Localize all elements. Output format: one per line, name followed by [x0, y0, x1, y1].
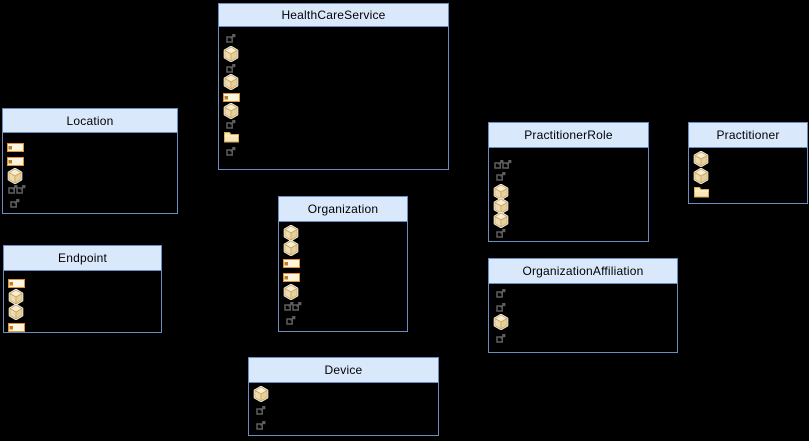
- class-title: Location: [66, 113, 114, 128]
- datatype-cube-icon: [8, 288, 24, 306]
- datatype-cube-icon: [283, 239, 299, 257]
- class-header[interactable]: HealthCareService: [219, 4, 448, 27]
- reference-link-icon: [256, 405, 266, 415]
- datatype-cube-icon: [223, 73, 239, 91]
- reference-link-icon: [256, 420, 266, 430]
- class-header[interactable]: Organization: [279, 197, 407, 222]
- reference-link-icon: [226, 33, 236, 43]
- class-attribute-compartment: [219, 27, 448, 169]
- class-box-healthcareservice[interactable]: HealthCareService: [218, 3, 449, 170]
- class-box-organization[interactable]: Organization: [278, 196, 408, 332]
- datatype-cube-icon: [283, 283, 299, 301]
- primitive-attribute-icon: [223, 92, 240, 102]
- datatype-cube-icon: [283, 224, 299, 242]
- class-title: Device: [324, 363, 363, 377]
- class-box-device[interactable]: Device: [248, 357, 439, 436]
- datatype-cube-icon: [693, 150, 709, 168]
- class-title: Practitioner: [716, 128, 780, 142]
- primitive-attribute-icon: [283, 272, 300, 282]
- class-title: HealthCareService: [281, 8, 386, 22]
- class-attribute-compartment: [279, 222, 407, 331]
- double-reference-link-icon: [284, 301, 302, 311]
- class-title: Organization: [307, 202, 379, 216]
- reference-link-icon: [496, 171, 506, 181]
- datatype-cube-icon: [253, 385, 269, 403]
- class-header[interactable]: Device: [249, 358, 438, 383]
- backbone-folder-icon: [694, 186, 709, 198]
- primitive-attribute-icon: [8, 322, 25, 332]
- reference-link-icon: [226, 146, 236, 156]
- datatype-cube-icon: [7, 167, 23, 185]
- class-box-practitioner[interactable]: Practitioner: [688, 122, 808, 204]
- class-attribute-compartment: [489, 284, 677, 352]
- class-attribute-compartment: [4, 271, 161, 332]
- class-attribute-compartment: [489, 148, 648, 241]
- datatype-cube-icon: [223, 45, 239, 63]
- class-header[interactable]: Practitioner: [689, 123, 807, 148]
- double-reference-link-icon: [8, 184, 26, 194]
- primitive-attribute-icon: [7, 142, 24, 152]
- primitive-attribute-icon: [7, 156, 24, 166]
- double-reference-link-icon: [494, 159, 512, 169]
- class-attribute-compartment: [3, 133, 177, 213]
- reference-link-icon: [496, 288, 506, 298]
- reference-link-icon: [226, 63, 236, 73]
- reference-link-icon: [496, 302, 506, 312]
- class-box-endpoint[interactable]: Endpoint: [3, 245, 162, 333]
- class-header[interactable]: Endpoint: [4, 246, 161, 271]
- class-title: Endpoint: [58, 251, 107, 265]
- backbone-folder-icon: [224, 131, 239, 143]
- class-header[interactable]: PractitionerRole: [489, 123, 648, 148]
- class-attribute-compartment: [249, 383, 438, 435]
- datatype-cube-icon: [493, 211, 509, 229]
- reference-link-icon: [286, 315, 296, 325]
- class-title: PractitionerRole: [524, 128, 613, 142]
- datatype-cube-icon: [223, 102, 239, 120]
- datatype-cube-icon: [8, 303, 24, 321]
- class-header[interactable]: Location: [3, 109, 177, 133]
- reference-link-icon: [10, 198, 20, 208]
- datatype-cube-icon: [693, 167, 709, 185]
- primitive-attribute-icon: [8, 278, 25, 288]
- class-box-practitionerrole[interactable]: PractitionerRole: [488, 122, 649, 242]
- datatype-cube-icon: [493, 313, 509, 331]
- class-attribute-compartment: [689, 148, 807, 203]
- class-box-location[interactable]: Location: [2, 108, 178, 214]
- class-box-organizationaffiliation[interactable]: OrganizationAffiliation: [488, 258, 678, 353]
- class-header[interactable]: OrganizationAffiliation: [489, 259, 677, 284]
- primitive-attribute-icon: [283, 258, 300, 268]
- class-title: OrganizationAffiliation: [522, 264, 644, 278]
- reference-link-icon: [226, 119, 236, 129]
- reference-link-icon: [496, 228, 506, 238]
- reference-link-icon: [496, 333, 506, 343]
